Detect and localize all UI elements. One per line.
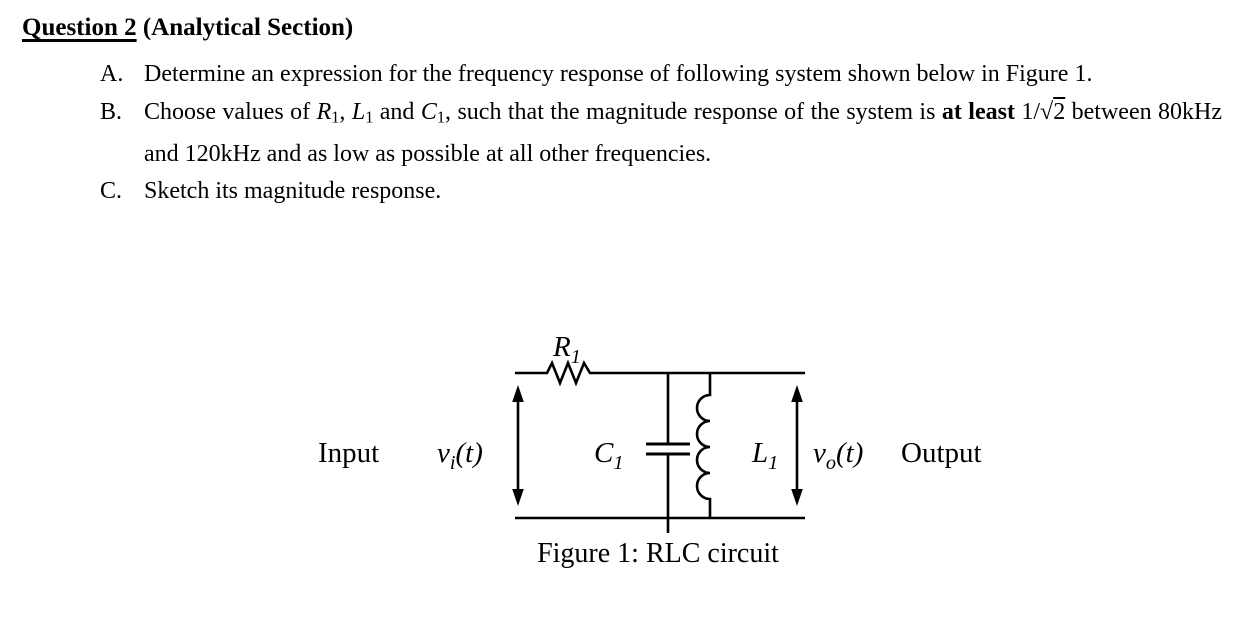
question-list: A. Determine an expression for the frequ… [0,56,1259,211]
question-heading: Question 2 (Analytical Section) [22,14,354,41]
top-wire [515,359,805,387]
vin-label: vi(t) [437,437,483,474]
list-item-c: C. Sketch its magnitude response. [100,173,1222,211]
input-label: Input [318,437,379,469]
figure-caption: Figure 1: RLC circuit [537,538,779,569]
item-marker: C. [100,178,123,205]
capacitor [646,373,690,533]
item-text: Choose values of R1, L1 and C1, such tha… [144,98,1223,167]
capacitor-label: C1 [594,437,623,474]
output-voltage-arrow [791,385,803,506]
circuit-diagram: R1 Input [318,331,982,569]
inductor [695,373,712,518]
resistor-label: R1 [552,331,581,368]
list-item-a: A. Determine an expression for the frequ… [100,56,1222,94]
resistor [540,359,596,387]
output-label: Output [901,437,982,469]
item-marker: A. [100,61,124,87]
item-text: Determine an expression for the frequenc… [144,61,1093,87]
rlc-circuit-figure: R1 Input [300,323,1020,583]
item-marker: B. [100,98,123,125]
list-item-b: B. Choose values of R1, L1 and C1, such … [100,94,1222,174]
item-text: Sketch its magnitude response. [144,178,442,205]
inductor-label: L1 [751,437,778,474]
vout-label: vo(t) [813,437,863,474]
input-voltage-arrow [512,385,524,506]
